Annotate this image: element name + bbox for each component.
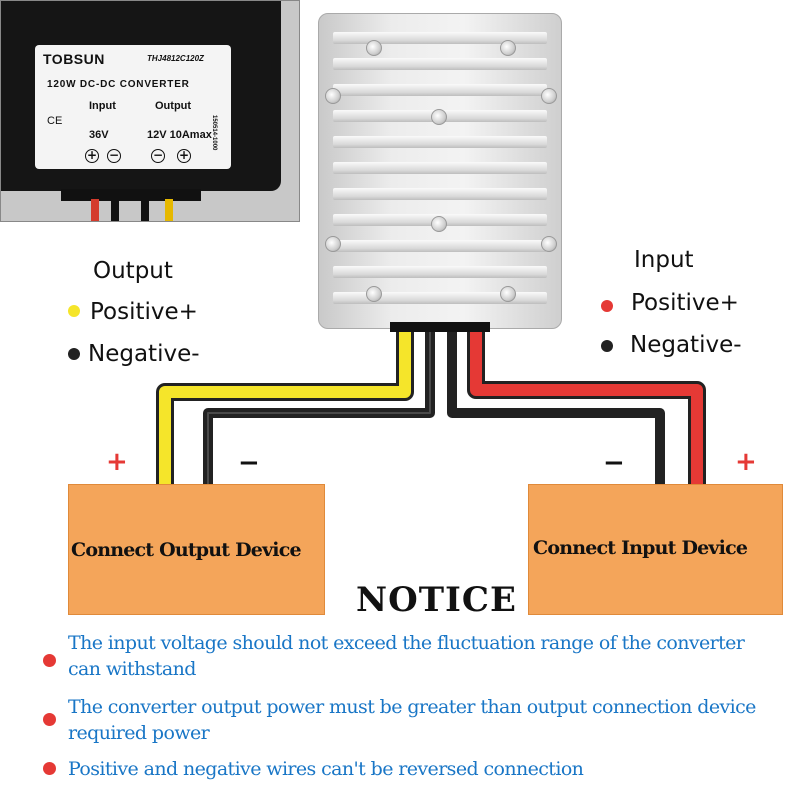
black-dot-icon — [68, 348, 80, 360]
label-input-heading: Input — [89, 100, 116, 112]
model-number: THJ4812C120Z — [147, 54, 204, 63]
label-output-heading: Output — [155, 100, 192, 112]
notice-title: NOTICE — [356, 580, 517, 620]
output-negative-label: Negative- — [88, 341, 200, 367]
notice-item-line: Positive and negative wires can't be rev… — [68, 758, 584, 780]
black-dot-icon — [601, 340, 613, 352]
brand-name: TOBSUN — [43, 51, 105, 67]
terminal-plus-icon: + — [177, 148, 191, 163]
mount-hole-icon — [325, 88, 341, 104]
cable-gland — [390, 322, 490, 332]
label-title: 120W DC-DC CONVERTER — [47, 79, 190, 90]
terminal-plus-icon: + — [85, 148, 99, 163]
notice-item-line: The input voltage should not exceed the … — [68, 632, 745, 654]
notice-item: The converter output power must be great… — [68, 694, 756, 746]
bullet-icon — [43, 654, 56, 667]
mount-hole-icon — [541, 88, 557, 104]
notice-item-line: The converter output power must be great… — [68, 696, 756, 718]
output-plus-sign: + — [106, 447, 128, 477]
input-device-label: Connect Input Device — [533, 537, 748, 559]
input-positive-label: Positive+ — [631, 290, 739, 316]
label-output-rating: 12V 10Amax — [147, 129, 212, 141]
terminal-minus-icon: − — [107, 148, 121, 163]
input-negative-label: Negative- — [630, 332, 742, 358]
input-negative-wire — [447, 332, 665, 485]
output-negative-wire-sheath — [207, 332, 431, 485]
notice-item-line: can withstand — [68, 658, 196, 680]
output-device-box: Connect Output Device — [68, 484, 325, 615]
bullet-icon — [43, 713, 56, 726]
input-plus-sign: + — [735, 447, 757, 477]
converter-unit — [318, 13, 562, 329]
ce-mark: CE — [47, 115, 63, 127]
screw-icon — [500, 40, 516, 56]
notice-item: Positive and negative wires can't be rev… — [68, 756, 584, 782]
notice-item-line: required power — [68, 722, 210, 744]
output-negative-wire — [203, 332, 435, 485]
yellow-dot-icon — [68, 305, 80, 317]
input-legend-heading: Input — [634, 247, 694, 273]
label-photo-inset: TOBSUN THJ4812C120Z 120W DC-DC CONVERTER… — [0, 0, 300, 222]
notice-item: The input voltage should not exceed the … — [68, 630, 745, 682]
screw-icon — [366, 286, 382, 302]
output-device-label: Connect Output Device — [71, 539, 302, 561]
screw-icon — [500, 286, 516, 302]
mount-hole-icon — [325, 236, 341, 252]
mount-hole-icon — [541, 236, 557, 252]
input-minus-sign: − — [603, 448, 625, 478]
output-positive-wire-core — [159, 332, 411, 485]
output-minus-sign: − — [238, 448, 260, 478]
red-dot-icon — [601, 300, 613, 312]
input-device-box: Connect Input Device — [528, 484, 783, 615]
screw-icon — [431, 109, 447, 125]
product-label: TOBSUN THJ4812C120Z 120W DC-DC CONVERTER… — [35, 45, 231, 169]
screw-icon — [366, 40, 382, 56]
input-positive-wire-core — [470, 332, 703, 485]
output-legend-heading: Output — [93, 258, 173, 284]
bullet-icon — [43, 762, 56, 775]
label-input-voltage: 36V — [89, 129, 109, 141]
output-positive-label: Positive+ — [90, 299, 198, 325]
screw-icon — [431, 216, 447, 232]
terminal-minus-icon: − — [151, 148, 165, 163]
label-photo-leads — [61, 189, 201, 221]
